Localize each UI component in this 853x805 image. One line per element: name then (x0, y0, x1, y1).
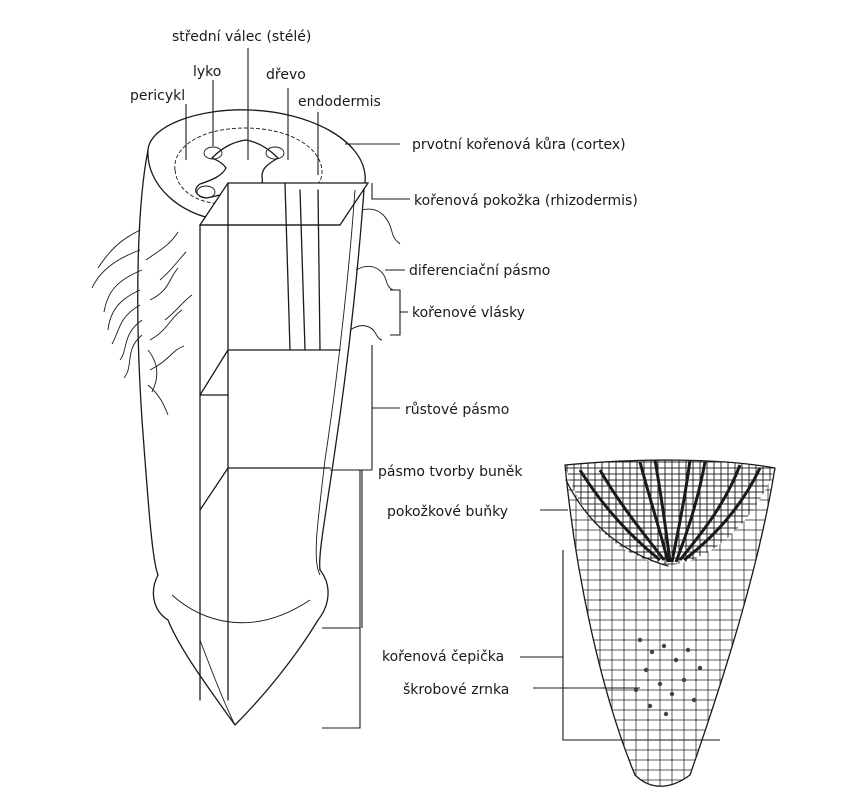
label-stele: střední válec (stélé) (172, 29, 311, 45)
zone-line-2 (199, 349, 229, 396)
leader-lines (185, 48, 640, 729)
phloem-strand-1 (203, 146, 223, 160)
cutaway-inner-lines (227, 182, 321, 351)
label-phloem: lyko (193, 64, 221, 80)
endodermis-ring (174, 127, 323, 205)
label-root-cap: kořenová čepička (382, 649, 504, 665)
labels: střední válec (stélé) lyko dřevo pericyk… (130, 29, 638, 698)
root-cap-bracket (562, 550, 720, 741)
label-rhizodermis: kořenová pokožka (rhizodermis) (414, 193, 638, 209)
label-endodermis: endodermis (298, 94, 381, 110)
root-tip-micrograph (562, 459, 776, 787)
cutaway-block-top (198, 182, 370, 226)
label-cortex: prvotní kořenová kůra (cortex) (412, 137, 626, 153)
cortex-inner-right (315, 189, 356, 576)
root-cap-outline (152, 569, 329, 726)
label-pericycle: pericykl (130, 88, 185, 104)
root-3d-drawing (91, 109, 401, 726)
cutaway-front-face (199, 224, 341, 701)
label-differentiation-zone: diferenciační pásmo (409, 263, 550, 279)
root-hairs-right (349, 208, 401, 341)
phloem-strand-2 (265, 146, 285, 160)
epidermis-layer (565, 479, 669, 567)
label-xylem: dřevo (266, 67, 306, 83)
label-epidermal-cells: pokožkové buňky (387, 504, 508, 520)
root-outer-right-edge (319, 174, 366, 571)
root-cap-inner (171, 594, 311, 624)
phloem-strand-3 (196, 185, 216, 199)
label-growth-zone: růstové pásmo (405, 402, 509, 418)
root-tip-outline (564, 459, 776, 787)
root-hairs-left (91, 229, 193, 416)
root-cap-front (199, 639, 236, 726)
label-root-hairs: kořenové vlásky (412, 305, 525, 321)
label-meristem-zone: pásmo tvorby buněk (378, 464, 523, 480)
root-outer-left-edge (137, 149, 159, 576)
zone-line-5 (199, 467, 229, 511)
label-starch-grains: škrobové zrnka (403, 682, 509, 698)
